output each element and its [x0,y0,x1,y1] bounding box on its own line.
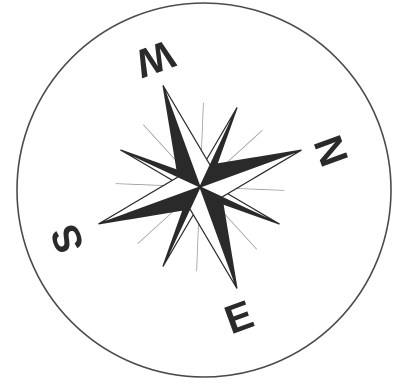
compass-rose [62,49,339,326]
label-south: S [42,219,92,259]
label-north: N [305,130,356,172]
label-east: E [219,292,259,342]
label-west: W [129,31,180,85]
cardinal-points [62,49,339,326]
